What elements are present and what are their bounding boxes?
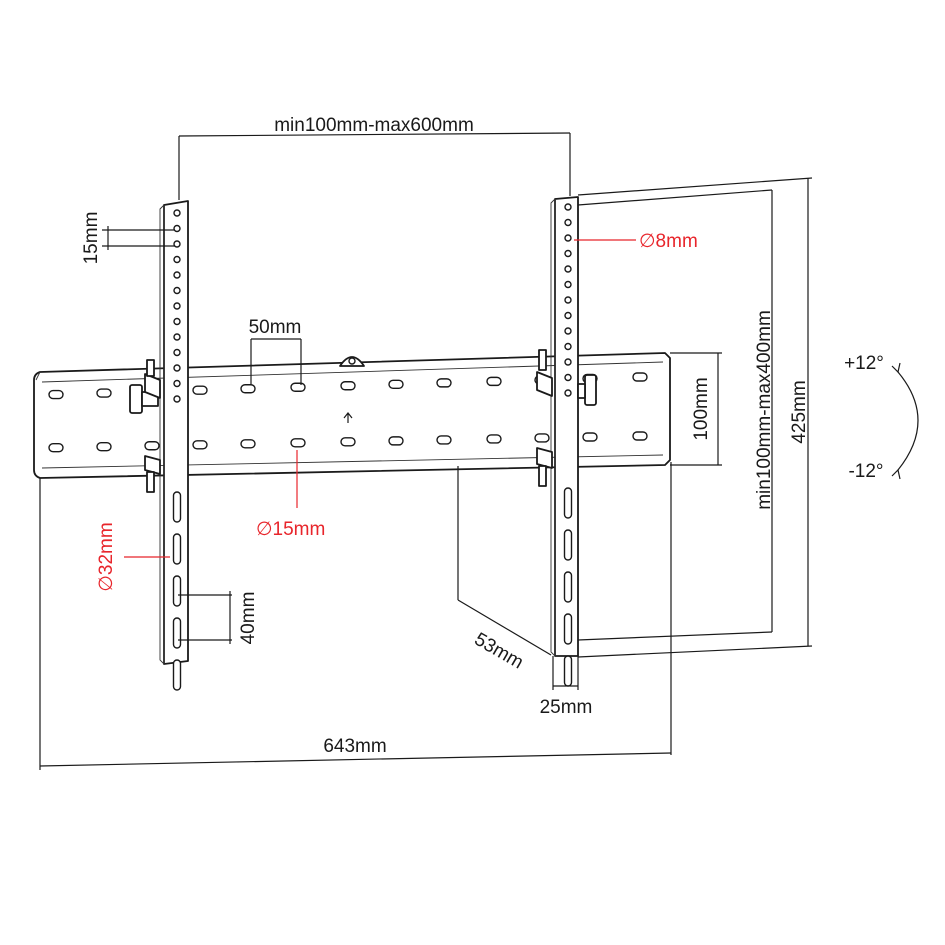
arm-round-hole bbox=[564, 342, 572, 351]
dim-arm-width bbox=[552, 656, 579, 690]
arm-round-hole bbox=[173, 209, 181, 217]
plate-slot-hole bbox=[340, 381, 356, 391]
right-arm-holes bbox=[563, 203, 573, 687]
plate-slot-hole bbox=[632, 431, 648, 441]
arm-slot-hole bbox=[563, 613, 573, 645]
plate-slot-hole bbox=[534, 433, 550, 443]
arm-round-hole bbox=[173, 302, 181, 310]
plate-slot-hole bbox=[48, 389, 64, 400]
label-dia-8mm: ∅8mm bbox=[639, 231, 698, 252]
plate-slot-hole bbox=[96, 388, 112, 398]
label-hole-pitch: 15mm bbox=[81, 212, 102, 265]
plate-slot-hole bbox=[192, 440, 208, 450]
up-arrow-icon bbox=[343, 412, 353, 423]
label-tilt-up: +12° bbox=[844, 353, 884, 374]
plate-slot-hole bbox=[290, 438, 306, 448]
label-total-width: 643mm bbox=[323, 736, 386, 757]
right-tilt-knob-top bbox=[536, 349, 597, 406]
arm-round-hole bbox=[173, 255, 181, 264]
arm-slot-hole bbox=[172, 575, 182, 607]
plate-slot-hole bbox=[290, 382, 306, 392]
arm-round-hole bbox=[564, 203, 572, 211]
arm-slot-hole bbox=[563, 655, 573, 687]
label-tilt-down: -12° bbox=[848, 461, 883, 482]
plate-slot-hole bbox=[388, 436, 404, 446]
top-hanger bbox=[339, 356, 365, 367]
label-vesa-height: min100mm-max400mm bbox=[754, 310, 775, 510]
left-arm-holes bbox=[172, 209, 182, 691]
plate-slot-hole bbox=[340, 437, 356, 447]
dim-arm-height bbox=[577, 177, 813, 658]
arm-round-hole bbox=[173, 395, 181, 403]
arm-slot-hole bbox=[563, 529, 573, 561]
arm-slot-hole bbox=[563, 571, 573, 603]
left-tilt-knob-bottom bbox=[144, 455, 161, 493]
arm-round-hole bbox=[173, 333, 181, 341]
label-slot-spacing: 50mm bbox=[249, 317, 302, 338]
plate-slot-hole bbox=[486, 376, 502, 387]
plate-slot-hole bbox=[436, 435, 452, 445]
arm-slot-hole bbox=[172, 491, 182, 523]
arm-round-hole bbox=[173, 317, 181, 326]
dim-vesa-width bbox=[178, 132, 571, 200]
plate-slot-hole bbox=[144, 441, 160, 451]
plate-slot-hole bbox=[388, 379, 404, 390]
label-slot-pitch: 40mm bbox=[238, 592, 259, 645]
arm-round-hole bbox=[564, 358, 572, 366]
arm-round-hole bbox=[564, 234, 572, 242]
dim-frame-height bbox=[670, 352, 722, 466]
plate-slot-hole bbox=[48, 442, 64, 453]
dim-total-width bbox=[39, 462, 672, 770]
arm-round-hole bbox=[173, 286, 181, 295]
dim-depth bbox=[457, 466, 552, 656]
plate-slot-hole bbox=[486, 434, 502, 444]
arm-round-hole bbox=[564, 265, 572, 273]
arm-round-hole bbox=[564, 218, 572, 227]
plate-slot-hole bbox=[240, 384, 256, 394]
label-arm-height: 425mm bbox=[789, 380, 810, 443]
dim-hole-pitch bbox=[102, 226, 175, 250]
arm-round-hole bbox=[173, 271, 181, 279]
arm-slot-hole bbox=[563, 487, 573, 519]
arm-round-hole bbox=[564, 373, 572, 382]
dim-slot-pitch bbox=[178, 591, 232, 644]
arm-slot-hole bbox=[172, 533, 182, 565]
arm-round-hole bbox=[173, 364, 181, 372]
label-dia-15mm: ∅15mm bbox=[256, 519, 325, 540]
dim-slot-spacing bbox=[250, 338, 302, 385]
label-dia-32mm: ∅32mm bbox=[96, 522, 117, 591]
arm-round-hole bbox=[173, 224, 181, 233]
left-arm bbox=[159, 200, 189, 666]
arm-slot-hole bbox=[172, 659, 182, 691]
arm-round-hole bbox=[173, 240, 181, 248]
dim-vesa-height bbox=[577, 189, 773, 641]
arm-round-hole bbox=[564, 327, 572, 335]
curved-double-arrow-icon bbox=[891, 362, 919, 480]
arm-round-hole bbox=[564, 311, 572, 320]
plate-slot-hole bbox=[192, 385, 208, 395]
plate-slot-hole bbox=[96, 442, 112, 452]
label-vesa-width: min100mm-max600mm bbox=[274, 115, 474, 136]
arm-round-hole bbox=[564, 296, 572, 304]
arm-slot-hole bbox=[172, 617, 182, 649]
plate-slot-hole bbox=[582, 432, 598, 442]
label-arm-width: 25mm bbox=[540, 697, 593, 718]
arm-round-hole bbox=[173, 348, 181, 357]
left-tilt-knob-top bbox=[129, 359, 161, 414]
label-frame-height: 100mm bbox=[691, 377, 712, 440]
arm-round-hole bbox=[564, 280, 572, 289]
plate-slot-hole bbox=[632, 372, 648, 382]
right-arm bbox=[550, 196, 579, 658]
plate-slot-hole bbox=[240, 439, 256, 449]
arm-round-hole bbox=[564, 249, 572, 258]
right-tilt-knob-bottom bbox=[536, 447, 553, 487]
plate-slot-hole bbox=[436, 378, 452, 388]
arm-round-hole bbox=[173, 379, 181, 388]
arm-round-hole bbox=[564, 389, 572, 397]
